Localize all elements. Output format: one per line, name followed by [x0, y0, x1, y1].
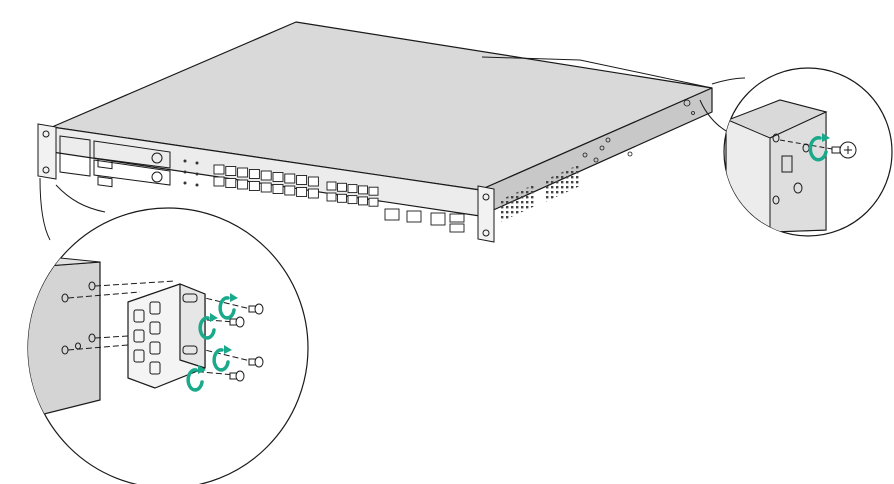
module-slot: [93, 159, 171, 186]
side-vents: [500, 164, 580, 222]
mounting-bracket-icon: [127, 283, 206, 389]
ear-hole: [482, 229, 490, 237]
side-screw-holes: [582, 99, 695, 163]
right-rack-ear: [477, 185, 495, 243]
port: [347, 184, 358, 194]
ear-hole: [42, 130, 50, 138]
port: [284, 185, 296, 196]
port: [307, 188, 319, 199]
screw-icon: [229, 303, 264, 382]
port: [284, 173, 296, 184]
front-panel-details: [37, 123, 495, 243]
port: [347, 195, 358, 205]
port: [225, 178, 237, 188]
port: [213, 164, 225, 175]
magnifier-callout-icon: [699, 67, 893, 237]
auxiliary-ports: [384, 208, 465, 233]
port: [272, 184, 284, 194]
ethernet-port-block: [213, 164, 319, 199]
port: [326, 192, 337, 202]
chassis-top-rear-edge: [481, 56, 713, 89]
port: [260, 182, 272, 193]
rotation-arrow-icon: [186, 296, 236, 392]
port: [225, 166, 237, 176]
port: [358, 185, 368, 195]
port: [337, 182, 347, 192]
port: [260, 170, 272, 181]
port: [272, 172, 284, 182]
module-slot: [93, 140, 171, 169]
screw-icon: [831, 141, 857, 159]
module-latch: [151, 152, 163, 164]
ear-hole: [42, 166, 50, 174]
port: [368, 186, 379, 196]
port: [296, 187, 308, 197]
port: [358, 196, 368, 206]
rotation-arrow-icon: [808, 133, 830, 162]
switch-chassis-icon: [51, 21, 713, 217]
port: [296, 175, 308, 185]
module-latch: [151, 171, 163, 183]
port: [368, 197, 379, 207]
port: [337, 193, 347, 203]
port: [237, 167, 249, 178]
blank-panel: [59, 135, 91, 177]
port: [248, 169, 260, 179]
status-leds: [183, 159, 199, 187]
port: [213, 176, 225, 187]
ear-hole: [482, 193, 490, 201]
sfp-port-block: [326, 181, 379, 207]
port: [237, 179, 249, 190]
port: [307, 176, 319, 187]
left-rack-ear: [37, 123, 57, 180]
port: [326, 181, 337, 191]
rotation-arrow-heads: [198, 293, 238, 374]
port: [248, 181, 260, 191]
